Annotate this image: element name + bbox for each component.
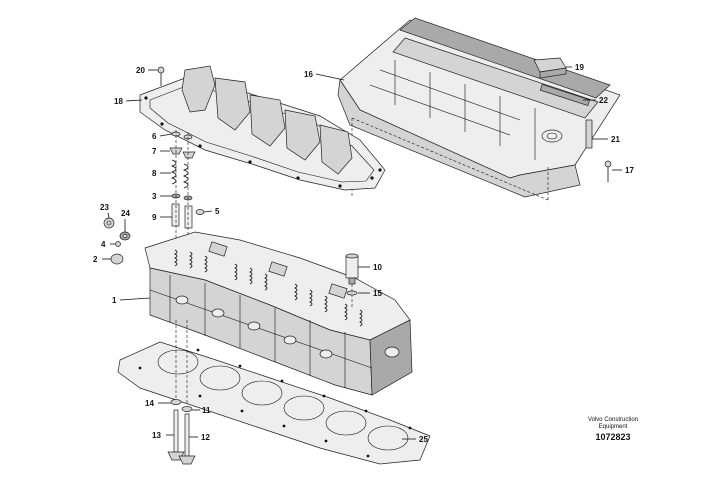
seal-strip <box>539 83 591 107</box>
callout-10: 10 <box>373 263 382 272</box>
head-gasket <box>117 341 431 465</box>
callout-8: 8 <box>152 169 157 178</box>
valves <box>167 320 196 465</box>
plugs-and-nut <box>103 217 131 265</box>
callout-7: 7 <box>152 147 157 156</box>
drawing-footer: Volvo Construction Equipment 1072823 <box>588 417 638 443</box>
callout-24: 24 <box>121 209 130 218</box>
callout-leaders <box>102 66 622 440</box>
callout-12: 12 <box>201 433 210 442</box>
manufacturer-line-2: Equipment <box>598 424 628 430</box>
breather-pipe <box>585 119 593 149</box>
callout-19: 19 <box>575 63 584 72</box>
callout-14: 14 <box>145 399 154 408</box>
callout-1: 1 <box>112 296 117 305</box>
filler-cap <box>533 57 567 79</box>
callout-15: 15 <box>373 289 382 298</box>
callout-3: 3 <box>152 192 157 201</box>
callout-22: 22 <box>599 96 608 105</box>
callout-2: 2 <box>93 255 98 264</box>
valve-cover-gasket <box>139 65 386 191</box>
injector-o-ring <box>346 290 358 296</box>
callout-11: 11 <box>202 406 211 415</box>
cylinder-head <box>144 231 413 396</box>
callout-labels: 20 18 6 7 8 3 9 5 23 24 4 2 1 10 15 14 1… <box>93 63 634 444</box>
gasket-bolt <box>157 66 165 86</box>
valve-cover <box>337 17 621 198</box>
callout-21: 21 <box>611 135 620 144</box>
valve-small-parts <box>169 130 205 250</box>
callout-13: 13 <box>152 431 161 440</box>
callout-5: 5 <box>215 207 220 216</box>
manufacturer-line-1: Volvo Construction <box>587 417 638 423</box>
callout-16: 16 <box>304 70 313 79</box>
callout-20: 20 <box>136 66 145 75</box>
callout-18: 18 <box>114 97 123 106</box>
callout-4: 4 <box>101 240 106 249</box>
callout-25: 25 <box>419 435 428 444</box>
callout-17: 17 <box>625 166 634 175</box>
callout-9: 9 <box>152 213 157 222</box>
injector <box>345 253 359 308</box>
callout-6: 6 <box>152 132 157 141</box>
drawing-number: 1072823 <box>595 432 631 442</box>
cover-bolt <box>604 160 612 182</box>
callout-23: 23 <box>100 203 109 212</box>
